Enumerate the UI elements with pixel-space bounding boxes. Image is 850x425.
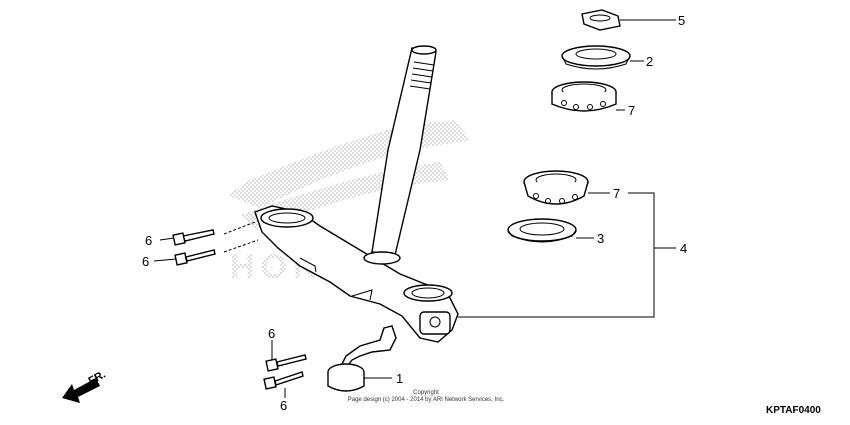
callout-numbers: 5 2 7 7 3 4 6 6 6 6 1 (142, 13, 687, 413)
front-arrow-icon: FR. (62, 369, 108, 403)
bearing-part-7-upper (551, 81, 617, 112)
callout-2: 2 (646, 54, 653, 69)
race-part-3 (507, 218, 577, 243)
bearing-part-7-lower (523, 170, 589, 205)
bolt-part-6 (172, 229, 307, 390)
callout-6-c: 6 (268, 326, 275, 341)
callout-6-a: 6 (145, 233, 152, 248)
callout-6-b: 6 (142, 254, 149, 269)
stem-nut-part-5 (581, 9, 621, 31)
callout-6-d: 6 (280, 398, 287, 413)
diagram-code: KPTAF0400 (766, 405, 821, 416)
callout-5: 5 (678, 13, 685, 28)
callout-1: 1 (396, 371, 403, 386)
steering-stem (254, 45, 459, 343)
callout-3: 3 (597, 231, 604, 246)
leader-lines (153, 19, 676, 398)
dust-seal-part-2 (561, 45, 631, 70)
copyright-notice: Copyright Page design (c) 2004 - 2014 by… (336, 390, 516, 404)
hose-guide-part-1 (327, 325, 397, 392)
callout-4: 4 (680, 241, 687, 256)
copyright-line1: Copyright (413, 390, 439, 396)
callout-7-lower: 7 (613, 186, 620, 201)
callout-7-upper: 7 (628, 103, 635, 118)
copyright-line2: Page design (c) 2004 - 2014 by ARI Netwo… (347, 397, 505, 403)
front-direction-label: FR. (86, 369, 107, 388)
